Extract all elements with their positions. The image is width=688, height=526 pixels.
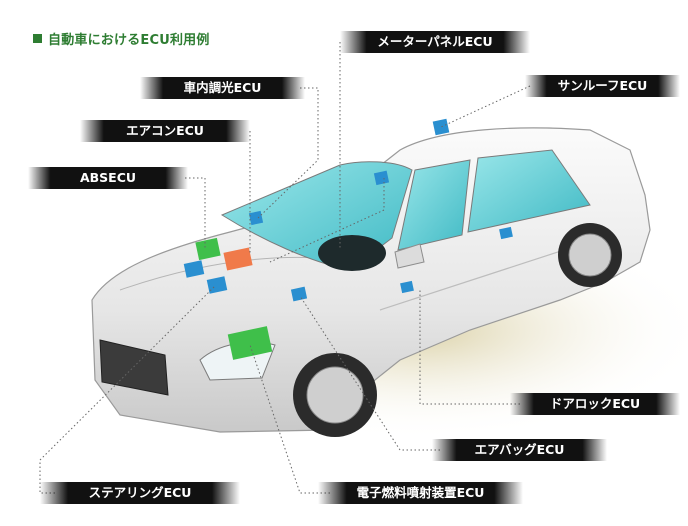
label-sunroof: サンルーフECU (525, 75, 680, 97)
heading-square-icon (33, 34, 42, 43)
heading-text: 自動車におけるECU利用例 (48, 33, 210, 48)
ecu-extra-blue (183, 260, 205, 278)
side-mirror (394, 243, 425, 269)
ecu-door-lock-front (400, 280, 414, 294)
label-airbag: エアバッグECU (432, 439, 607, 461)
front-grille (99, 339, 169, 396)
ecu-aircon (223, 247, 253, 271)
ecu-steering (206, 276, 228, 294)
ecu-airbag (290, 286, 308, 302)
leader-sunroof (440, 85, 531, 128)
front-side-window (397, 159, 471, 251)
label-aircon: エアコンECU (80, 120, 250, 142)
label-door-lock: ドアロックECU (510, 393, 680, 415)
ecu-meter-panel (373, 170, 390, 186)
leader-interior-light (257, 87, 319, 219)
ecu-fuel-injection (227, 326, 273, 360)
label-meter-panel: メーターパネルECU (340, 31, 530, 53)
label-steering: ステアリングECU (40, 482, 240, 504)
rear-wheel-rim (568, 233, 612, 277)
ecu-abs (195, 237, 221, 261)
label-abs: ABSECU (28, 167, 188, 189)
leader-airbag (299, 295, 440, 451)
rear-side-window (467, 149, 591, 233)
steering-wheel-silhouette (318, 235, 386, 271)
diagram-heading: 自動車におけるECU利用例 (33, 29, 210, 48)
ecu-interior-light (248, 210, 264, 226)
front-wheel-rim (306, 366, 364, 424)
label-interior-light: 車内調光ECU (140, 77, 305, 99)
ecu-door-lock-rear (499, 226, 513, 240)
ecu-blocks (183, 118, 513, 360)
leader-meter-to-ecu (269, 178, 385, 263)
label-fuel-injection: 電子燃料噴射装置ECU (318, 482, 523, 504)
leader-door-lock (419, 290, 520, 405)
ecu-sunroof (432, 118, 450, 136)
leader-lines (39, 42, 531, 494)
leader-abs (185, 177, 206, 248)
